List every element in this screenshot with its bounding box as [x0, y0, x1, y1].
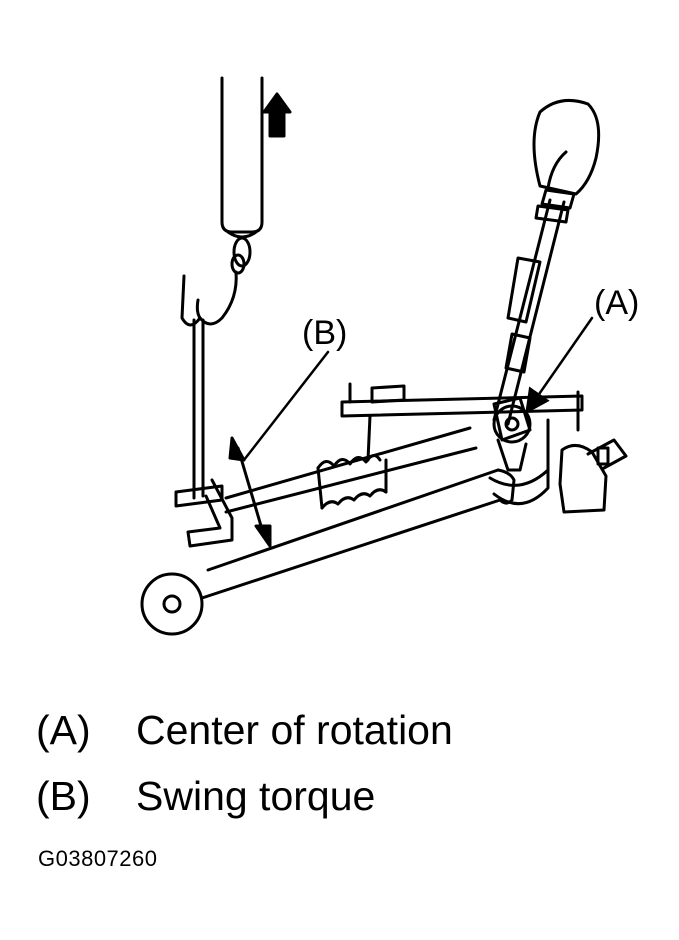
hook-bracket — [174, 478, 234, 548]
legend-key-b: (B) — [36, 773, 91, 819]
figure-id: G03807260 — [38, 846, 158, 871]
callout-a-leader — [525, 316, 594, 415]
legend-item-b: (B) Swing torque — [36, 772, 375, 820]
pull-direction-arrow-icon — [262, 92, 292, 138]
lever-rod — [200, 468, 516, 600]
legend-text-a: Center of rotation — [136, 707, 453, 753]
callout-a-label: (A) — [594, 284, 639, 322]
spring-scale — [220, 76, 264, 275]
shift-lever-diagram: (A) (B) — [140, 76, 639, 636]
pivot-eye — [140, 572, 204, 636]
callout-b-leader — [242, 350, 330, 462]
hook-wire — [180, 270, 238, 500]
legend-key-a: (A) — [36, 707, 91, 753]
pivot-joint — [492, 396, 532, 472]
shift-knob — [532, 98, 601, 196]
shift-cable — [224, 426, 478, 514]
swing-torque-arrow-icon — [228, 436, 272, 548]
legend-item-a: (A) Center of rotation — [36, 706, 453, 754]
cable-housing — [488, 438, 628, 514]
legend-text-b: Swing torque — [136, 773, 376, 819]
callout-b-label: (B) — [302, 314, 347, 352]
shift-lever — [492, 188, 576, 426]
base-plate — [340, 382, 584, 478]
